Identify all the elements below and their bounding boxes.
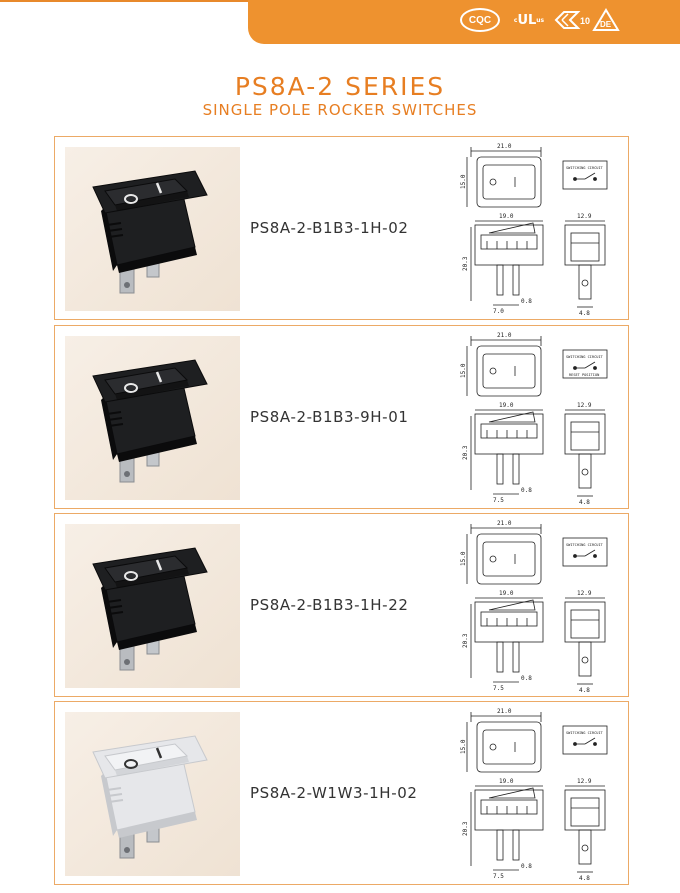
dim-body: 19.0 xyxy=(499,590,514,597)
circuit-label: SWITCHING CIRCUIT xyxy=(566,543,604,547)
dim-side: 12.9 xyxy=(577,590,592,597)
switch-photo xyxy=(65,147,240,311)
dim-terminal: 0.8 xyxy=(521,863,532,870)
dim-tab: 4.8 xyxy=(579,687,590,694)
circuit-label: SWITCHING CIRCUIT xyxy=(566,731,604,735)
dim-height: 15.0 xyxy=(460,739,467,754)
dim-terminal: 0.8 xyxy=(521,298,532,305)
dim-width: 21.0 xyxy=(497,143,512,150)
dim-side: 12.9 xyxy=(577,778,592,785)
enec-mark-text: 10 xyxy=(580,16,590,26)
model-number: PS8A-2-B1B3-9H-01 xyxy=(250,408,409,426)
switch-photo xyxy=(65,524,240,688)
model-number: PS8A-2-W1W3-1H-02 xyxy=(250,784,418,802)
dim-pitch: 7.5 xyxy=(493,685,504,692)
ul-mark-c: c xyxy=(513,16,518,24)
dim-depth: 20.3 xyxy=(462,633,469,648)
dim-width: 21.0 xyxy=(497,520,512,527)
dim-side: 12.9 xyxy=(577,402,592,409)
cqc-mark-icon: CQC xyxy=(460,8,500,32)
model-number: PS8A-2-B1B3-1H-22 xyxy=(250,596,409,614)
page-title: PS8A-2 SERIES xyxy=(234,72,446,101)
vde-mark-icon: DE xyxy=(592,8,620,32)
dim-pitch: 7.5 xyxy=(493,873,504,880)
dim-tab: 4.8 xyxy=(579,875,590,882)
dim-width: 21.0 xyxy=(497,708,512,715)
dim-depth: 20.3 xyxy=(462,256,469,271)
dim-body: 19.0 xyxy=(499,402,514,409)
dim-pitch: 7.0 xyxy=(493,308,504,315)
circuit-label: SWITCHING CIRCUIT xyxy=(566,355,604,359)
circuit-label: SWITCHING CIRCUIT xyxy=(566,166,604,170)
dim-terminal: 0.8 xyxy=(521,487,532,494)
product-card: PS8A-2-B1B3-1H-02 xyxy=(54,136,629,320)
dim-width: 21.0 xyxy=(497,332,512,339)
product-card: PS8A-2-B1B3-9H-01 xyxy=(54,325,629,509)
dim-side: 12.9 xyxy=(577,213,592,220)
dim-depth: 20.3 xyxy=(462,821,469,836)
dim-tab: 4.8 xyxy=(579,310,590,317)
ul-mark-us: us xyxy=(536,16,545,24)
dim-depth: 20.3 xyxy=(462,445,469,460)
switch-photo xyxy=(65,712,240,876)
dim-pitch: 7.5 xyxy=(493,497,504,504)
dim-body: 19.0 xyxy=(499,213,514,220)
product-card: PS8A-2-W1W3-1H-02 xyxy=(54,701,629,885)
dim-height: 15.0 xyxy=(460,363,467,378)
cqc-mark-text: CQC xyxy=(468,14,492,26)
ul-mark-text: UL xyxy=(517,12,537,28)
enec-mark-icon: 10 xyxy=(552,8,592,32)
page-subtitle: SINGLE POLE ROCKER SWITCHES xyxy=(202,101,478,119)
dim-terminal: 0.8 xyxy=(521,675,532,682)
circuit-note: RESET POSITION xyxy=(569,373,599,377)
model-number: PS8A-2-B1B3-1H-02 xyxy=(250,219,409,237)
product-card: PS8A-2-B1B3-1H-22 xyxy=(54,513,629,697)
switch-photo xyxy=(65,336,240,500)
dim-tab: 4.8 xyxy=(579,499,590,506)
vde-mark-text: DE xyxy=(600,20,612,29)
dim-height: 15.0 xyxy=(460,551,467,566)
dim-body: 19.0 xyxy=(499,778,514,785)
dim-height: 15.0 xyxy=(460,174,467,189)
